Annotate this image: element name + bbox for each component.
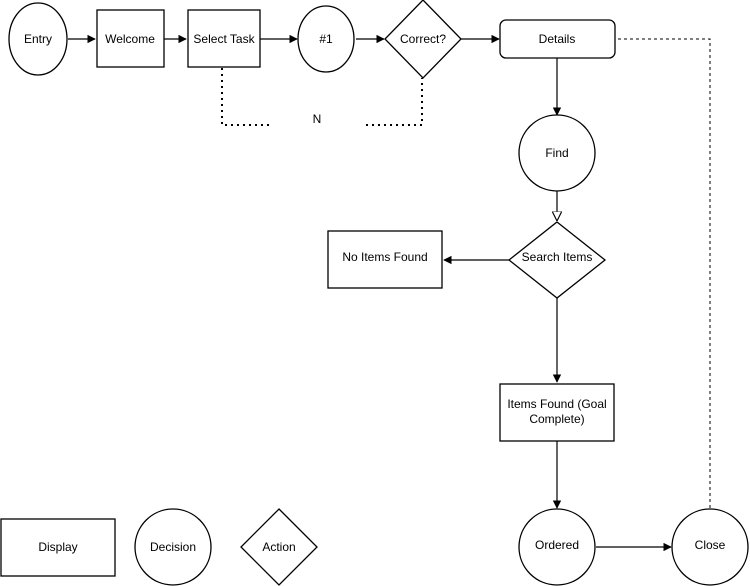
node-correct-decision: Correct? — [384, 0, 462, 79]
legend-decision: Decision — [134, 508, 212, 586]
node-num1-label: #1 — [319, 32, 333, 46]
node-welcome: Welcome — [96, 9, 165, 68]
node-select-task: Select Task — [187, 9, 261, 68]
node-correct-label: Correct? — [400, 32, 446, 46]
node-no-items-found: No Items Found — [327, 230, 443, 289]
node-details-label: Details — [539, 32, 576, 46]
node-details: Details — [499, 19, 616, 59]
node-search-items-label: Search Items — [522, 250, 593, 264]
node-entry: Entry — [8, 2, 68, 76]
node-no-items-found-label: No Items Found — [342, 250, 427, 264]
node-close-label: Close — [695, 538, 726, 552]
edge-no-loop-left — [221, 68, 270, 126]
legend-action-label: Action — [262, 540, 295, 554]
node-items-found-label-line2: Complete) — [529, 412, 584, 426]
node-welcome-label: Welcome — [105, 32, 155, 46]
edge-close-details — [616, 38, 711, 508]
legend-decision-label: Decision — [150, 540, 196, 554]
node-close: Close — [671, 508, 749, 586]
node-entry-label: Entry — [24, 32, 52, 46]
node-items-found: Items Found (Goal Complete) — [499, 383, 615, 442]
node-find-label: Find — [545, 146, 568, 160]
legend-action: Action — [240, 508, 318, 586]
node-num1: #1 — [297, 5, 355, 73]
legend-display-label: Display — [38, 540, 77, 554]
edges — [68, 34, 711, 552]
node-select-task-label: Select Task — [193, 32, 255, 46]
node-ordered-label: Ordered — [535, 538, 579, 552]
edge-no-loop-right — [366, 78, 423, 126]
node-items-found-label-line1: Items Found (Goal — [507, 397, 606, 411]
legend-display: Display — [0, 518, 116, 577]
edge-label-no: N — [313, 112, 322, 126]
node-ordered: Ordered — [518, 508, 596, 586]
legend: Display Decision Action — [0, 508, 318, 586]
node-search-items-decision: Search Items — [507, 221, 607, 299]
node-find: Find — [518, 114, 596, 192]
